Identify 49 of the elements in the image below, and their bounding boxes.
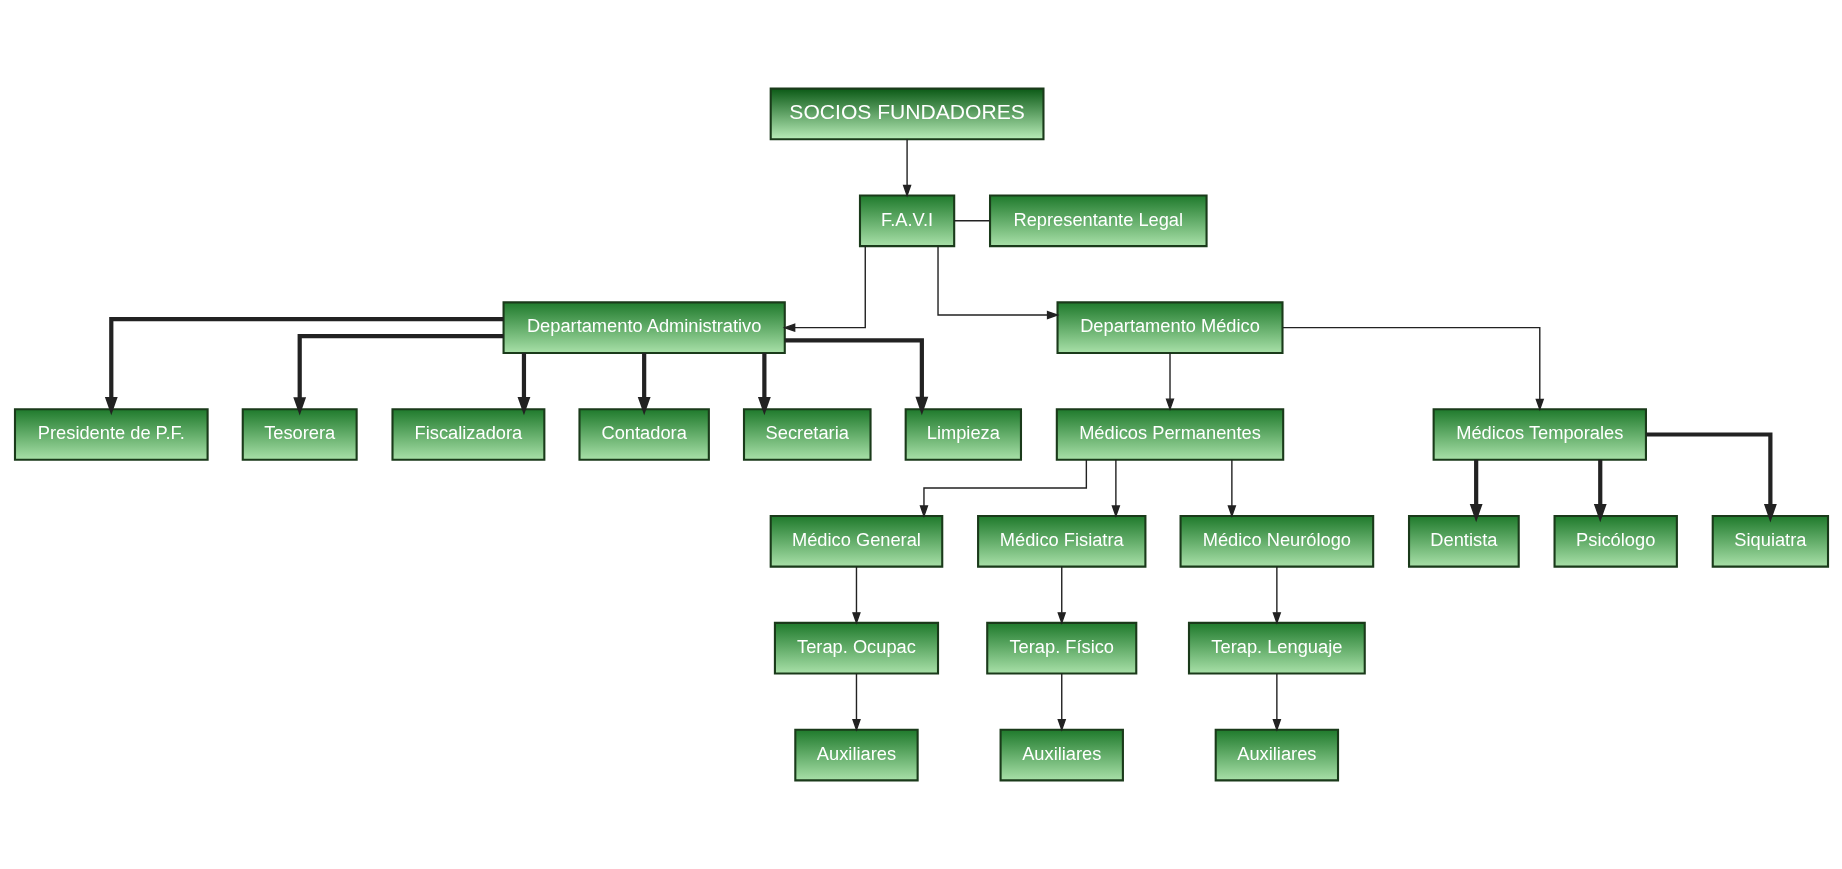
arrow (1165, 352, 1174, 412)
node-box: Auxiliares (999, 728, 1124, 782)
arrow (1056, 565, 1066, 625)
arrow (1110, 459, 1120, 518)
arrow (637, 352, 651, 416)
node-box: Dentista (1407, 515, 1520, 568)
node-box: Médico General (769, 515, 943, 568)
arrow (1281, 326, 1544, 412)
connector (953, 220, 990, 222)
node-box: F.A.V.I (858, 194, 955, 248)
arrow (936, 245, 1060, 320)
arrow (1645, 432, 1777, 523)
arrow (851, 672, 861, 732)
node-box: Médico Fisiatra (976, 515, 1146, 568)
arrow (782, 245, 866, 333)
node-box: Médicos Temporales (1432, 408, 1647, 461)
arrow (1271, 672, 1281, 732)
node-box: Contadora (577, 408, 710, 461)
arrow (1056, 672, 1066, 732)
arrow (292, 333, 504, 416)
node-box: Siquiatra (1711, 515, 1829, 568)
node-box: Secretaria (742, 408, 872, 461)
node-box: Departamento Administrativo (502, 301, 786, 354)
arrow (517, 352, 530, 416)
arrow (1226, 459, 1236, 518)
node-box: Limpieza (904, 408, 1022, 461)
node-box: Tesorera (241, 408, 358, 461)
node-box: Auxiliares (793, 728, 919, 782)
node-box: Representante Legal (988, 194, 1208, 248)
node-box: Médico Neurólogo (1179, 515, 1374, 568)
node-box: Departamento Médico (1055, 301, 1284, 354)
node-box: Presidente de P.F. (13, 408, 209, 461)
node-box: Terap. Ocupac (773, 621, 939, 675)
arrow (902, 138, 912, 198)
arrow (757, 352, 771, 416)
node-box: Auxiliares (1214, 728, 1339, 782)
node-box: Terap. Físico (985, 621, 1137, 675)
arrow (104, 317, 503, 416)
node-box: SOCIOS FUNDADORES (769, 87, 1045, 141)
arrow (1271, 565, 1281, 625)
arrow (1469, 459, 1483, 523)
arrow (1593, 459, 1607, 523)
node-box: Médicos Permanentes (1055, 408, 1284, 461)
arrow (919, 459, 1087, 519)
node-box: Fiscalizadora (390, 408, 545, 461)
arrow (784, 338, 928, 416)
arrow (851, 565, 861, 625)
node-box: Psicólogo (1553, 515, 1678, 568)
node-box: Terap. Lenguaje (1187, 621, 1366, 675)
